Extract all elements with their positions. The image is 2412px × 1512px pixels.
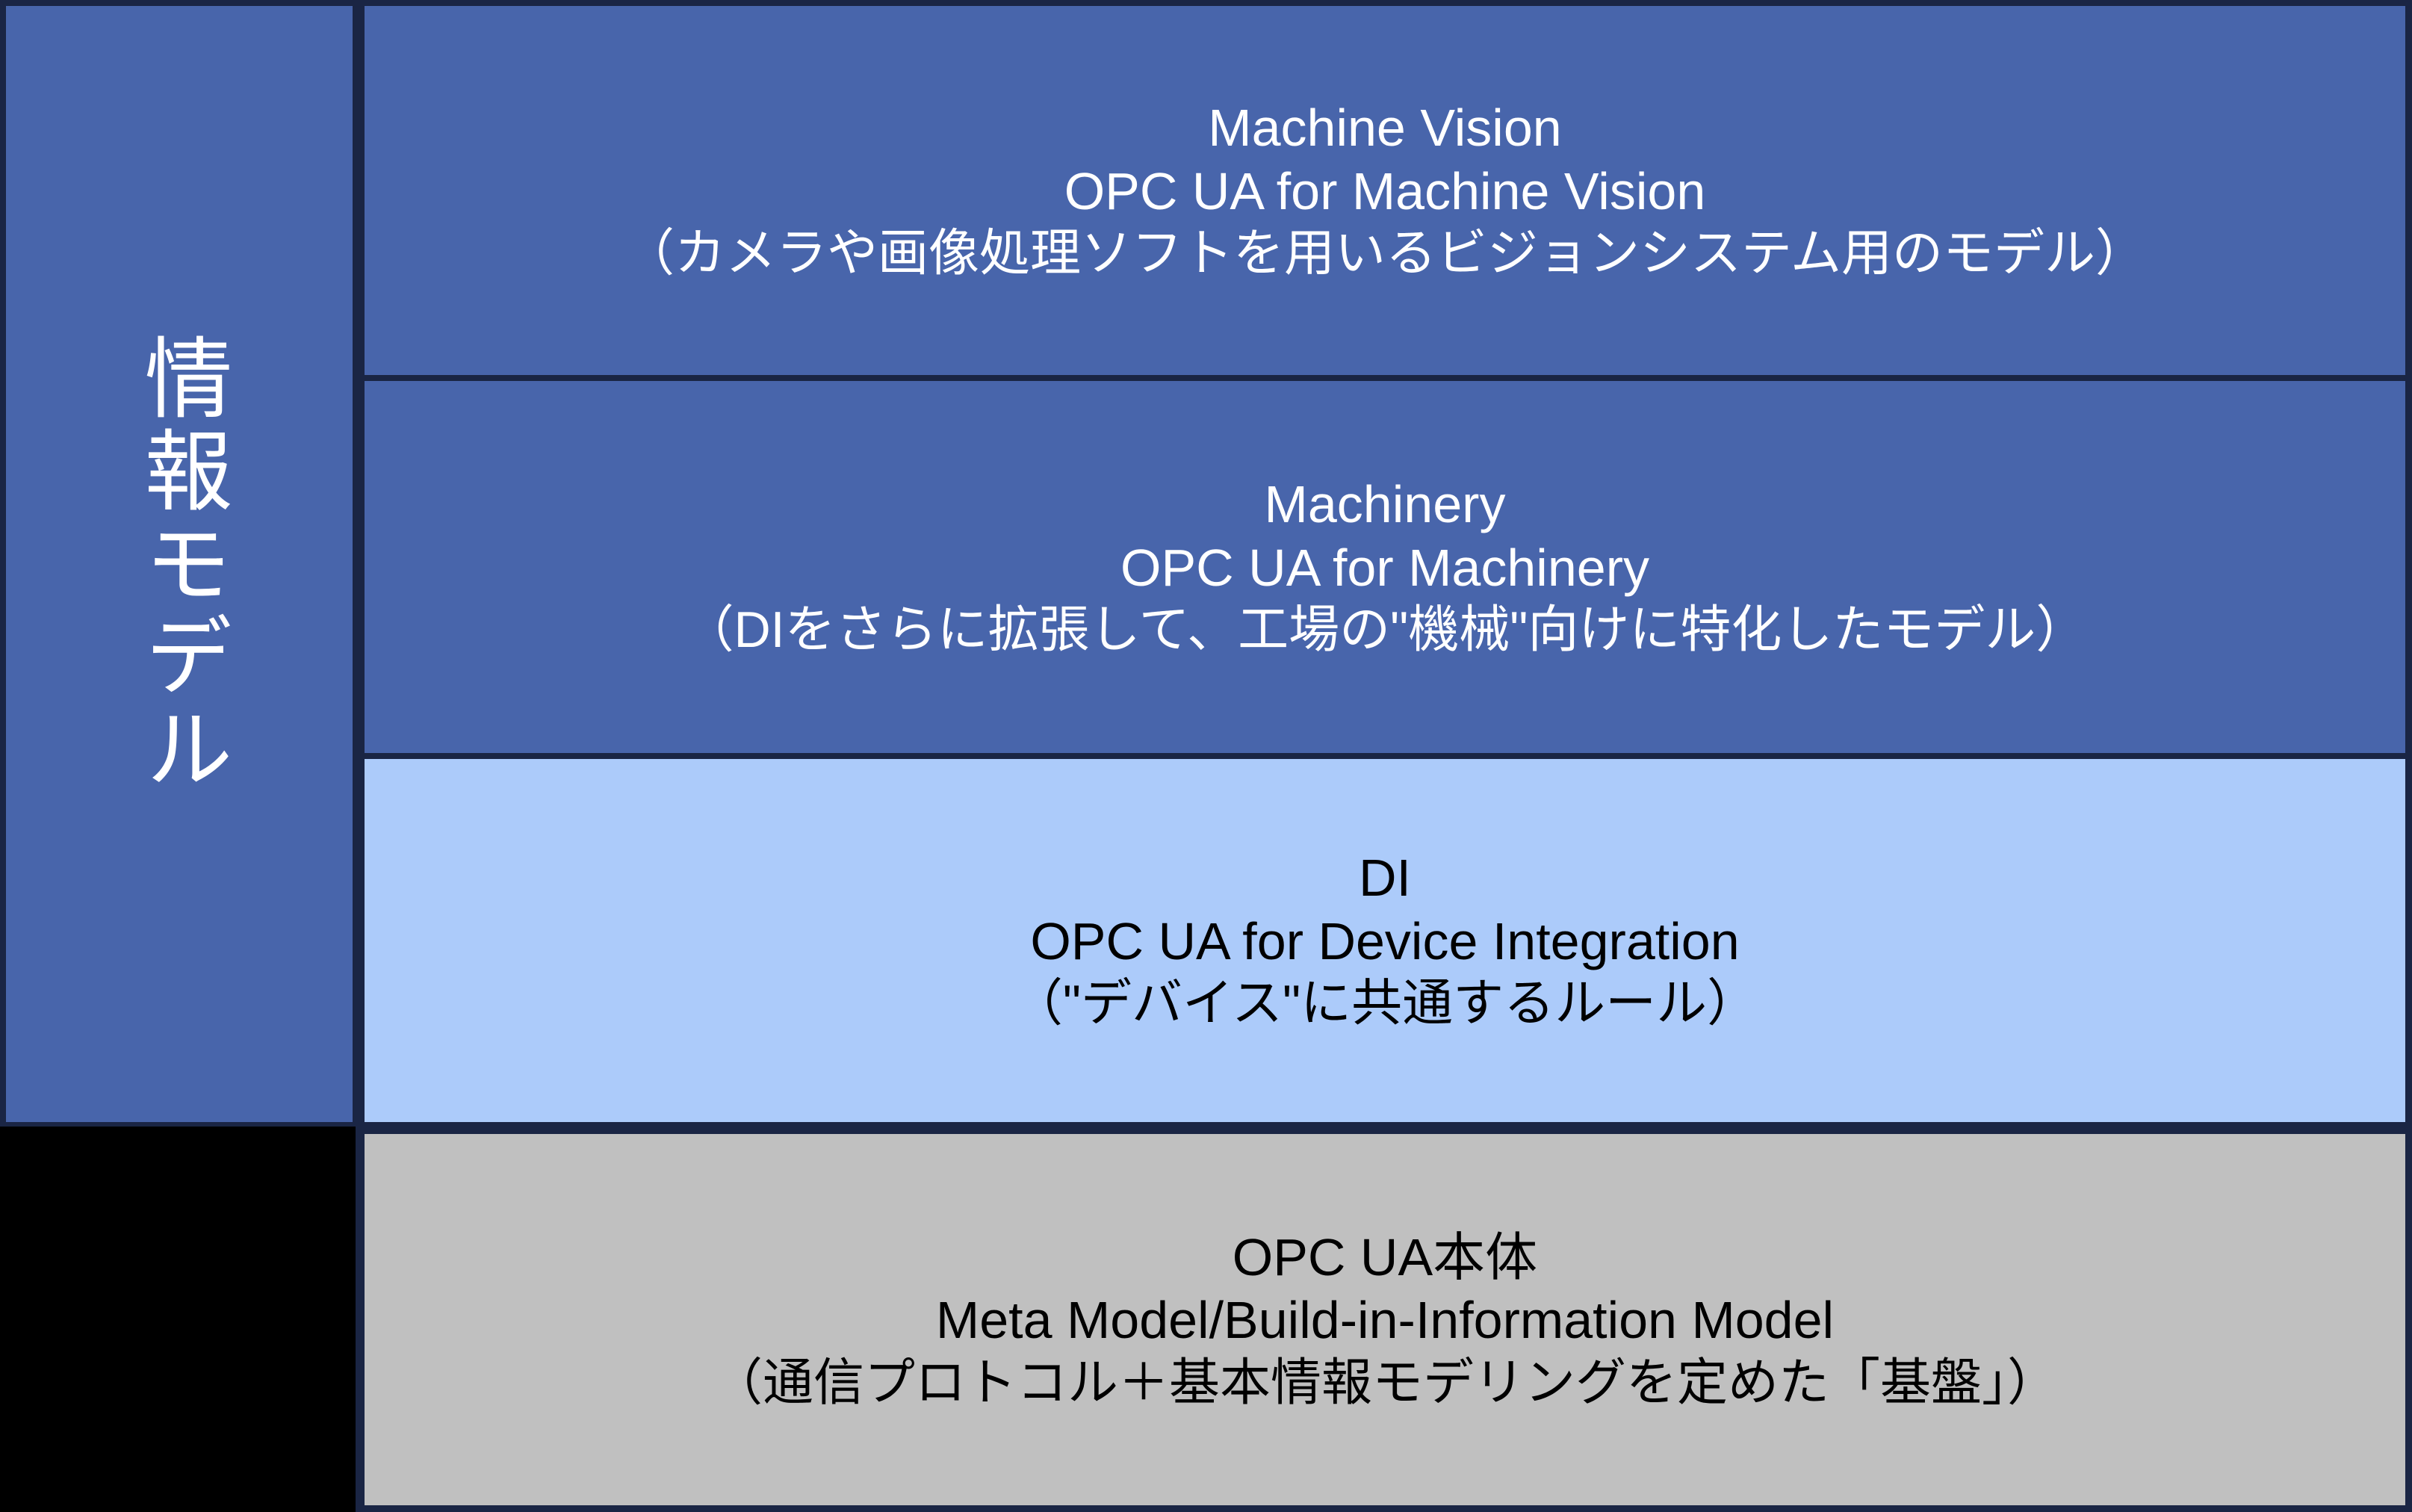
layer-cell-opc-ua-core: OPC UA本体 Meta Model/Build-in-Information… <box>365 1134 2405 1505</box>
layer-spec-machinery: OPC UA for Machinery <box>1120 538 1649 597</box>
layer-spec-machine-vision: OPC UA for Machine Vision <box>1064 161 1706 220</box>
layer-cell-machine-vision: Machine Vision OPC UA for Machine Vision… <box>365 6 2405 375</box>
layer-spec-opc-ua-core: Meta Model/Build-in-Information Model <box>935 1291 1835 1350</box>
layer-name-machine-vision: Machine Vision <box>1208 99 1562 158</box>
layer-note-machine-vision: （カメラや画像処理ソフトを用いるビジョンシステム用のモデル） <box>624 225 2146 282</box>
empty-black-region <box>0 1127 356 1512</box>
layer-note-opc-ua-core: （通信プロトコル＋基本情報モデリングを定めた「基盤」） <box>711 1354 2058 1411</box>
layer-cell-di: DI OPC UA for Device Integration （"デバイス"… <box>365 759 2405 1122</box>
layer-name-di: DI <box>1359 849 1411 908</box>
layer-cell-machinery: Machinery OPC UA for Machinery （DIをさらに拡張… <box>365 381 2405 753</box>
information-model-label-cell: 情報モデル <box>6 6 353 1122</box>
layer-note-machinery: （DIをさらに拡張して、工場の"機械"向けに特化したモデル） <box>683 601 2087 659</box>
layer-name-opc-ua-core: OPC UA本体 <box>1232 1227 1538 1286</box>
layer-note-di: （"デバイス"に共通するルール） <box>1011 975 1758 1032</box>
information-model-label-text: 情報モデル <box>130 332 229 796</box>
layer-name-machinery: Machinery <box>1264 475 1506 534</box>
layer-spec-di: OPC UA for Device Integration <box>1030 911 1740 970</box>
